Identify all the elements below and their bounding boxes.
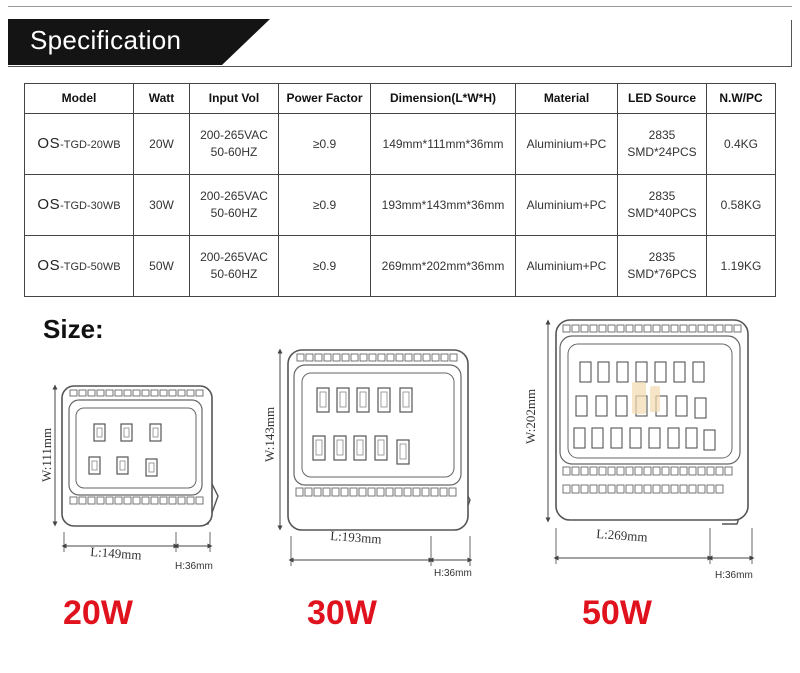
spec-table: Model Watt Input Vol Power Factor Dimens… — [24, 83, 776, 297]
column-header: Model — [24, 83, 134, 114]
material-cell: Aluminium+PC — [515, 174, 618, 236]
banner-right-edge — [791, 20, 792, 67]
lamp-20w-height-label: H:36mm — [175, 561, 213, 572]
lamp-50w-length-label: L:269mm — [596, 526, 648, 545]
input-vol-line: 200-265VAC — [200, 250, 268, 264]
column-header: Input Vol — [189, 83, 279, 114]
lamp-50w-drawing: ▷ — [545, 319, 755, 564]
section-title: Specification — [30, 25, 182, 55]
watt-cell: 50W — [133, 235, 190, 297]
column-header: LED Source — [617, 83, 707, 114]
model-prefix: OS — [37, 195, 61, 213]
model-suffix: -TGD-50WB — [60, 260, 121, 273]
input-vol-cell: 200-265VAC 50-60HZ — [189, 113, 279, 175]
input-freq-line: 50-60HZ — [210, 267, 258, 281]
top-rule — [8, 6, 792, 7]
watt-cell: 20W — [133, 113, 190, 175]
lamp-30w-width-label: W:143mm — [262, 407, 277, 462]
power-factor-cell: ≥0.9 — [278, 174, 371, 236]
table-header-row: Model Watt Input Vol Power Factor Dimens… — [24, 83, 776, 114]
led-type-line: 2835 — [648, 189, 676, 203]
lamp-50w-width-label: W:202mm — [523, 389, 538, 444]
model-prefix: OS — [37, 256, 61, 274]
led-count-line: SMD*40PCS — [627, 206, 697, 220]
weight-cell: 0.58KG — [706, 174, 776, 236]
weight-cell: 1.19KG — [706, 235, 776, 297]
column-header: Watt — [133, 83, 190, 114]
size-title: Size: — [43, 314, 104, 344]
power-factor-cell: ≥0.9 — [278, 113, 371, 175]
dimension-cell: 269mm*202mm*36mm — [370, 235, 516, 297]
material-cell: Aluminium+PC — [515, 235, 618, 297]
lamp-30w-length-label: L:193mm — [330, 528, 382, 547]
dimension-cell: 149mm*111mm*36mm — [370, 113, 516, 175]
lamp-50w-height-label: H:36mm — [715, 570, 753, 581]
input-vol-line: 200-265VAC — [200, 189, 268, 203]
watt-cell: 30W — [133, 174, 190, 236]
model-suffix: -TGD-30WB — [60, 199, 121, 212]
input-freq-line: 50-60HZ — [210, 145, 258, 159]
input-freq-line: 50-60HZ — [210, 206, 258, 220]
table-row: OS-TGD-50WB 50W 200-265VAC 50-60HZ ≥0.9 2… — [24, 235, 776, 297]
model-cell: OS-TGD-30WB — [24, 174, 134, 236]
section-banner — [8, 19, 270, 65]
lamp-dimension-drawings: ▷ — [39, 319, 755, 581]
model-cell: OS-TGD-50WB — [24, 235, 134, 297]
led-type-line: 2835 — [648, 128, 676, 142]
lamp-20w-width-label: W:111mm — [39, 428, 54, 482]
led-count-line: SMD*24PCS — [627, 145, 697, 159]
column-header: Dimension(L*W*H) — [370, 83, 516, 114]
weight-cell: 0.4KG — [706, 113, 776, 175]
wattage-label-20w: 20W — [63, 594, 133, 632]
table-row: OS-TGD-30WB 30W 200-265VAC 50-60HZ ≥0.9 1… — [24, 174, 776, 236]
input-vol-cell: 200-265VAC 50-60HZ — [189, 174, 279, 236]
banner-underline — [8, 66, 792, 67]
column-header: Power Factor — [278, 83, 371, 114]
wattage-label-50w: 50W — [582, 594, 652, 632]
wattage-label-30w: 30W — [307, 594, 377, 632]
model-suffix: -TGD-20WB — [60, 138, 121, 151]
led-count-line: SMD*76PCS — [627, 267, 697, 281]
table-row: OS-TGD-20WB 20W 200-265VAC 50-60HZ ≥0.9 1… — [24, 113, 776, 175]
input-vol-cell: 200-265VAC 50-60HZ — [189, 235, 279, 297]
lamp-20w-length-label: L:149mm — [90, 544, 142, 563]
lamp-20w-drawing: ▷ — [52, 384, 219, 552]
lamp-30w-drawing: ▷ — [277, 348, 473, 566]
led-type-line: 2835 — [648, 250, 676, 264]
lamp-30w-height-label: H:36mm — [434, 568, 472, 579]
model-prefix: OS — [37, 134, 61, 152]
material-cell: Aluminium+PC — [515, 113, 618, 175]
column-header: Material — [515, 83, 618, 114]
model-cell: OS-TGD-20WB — [24, 113, 134, 175]
column-header: N.W/PC — [706, 83, 776, 114]
dimension-cell: 193mm*143mm*36mm — [370, 174, 516, 236]
power-factor-cell: ≥0.9 — [278, 235, 371, 297]
input-vol-line: 200-265VAC — [200, 128, 268, 142]
